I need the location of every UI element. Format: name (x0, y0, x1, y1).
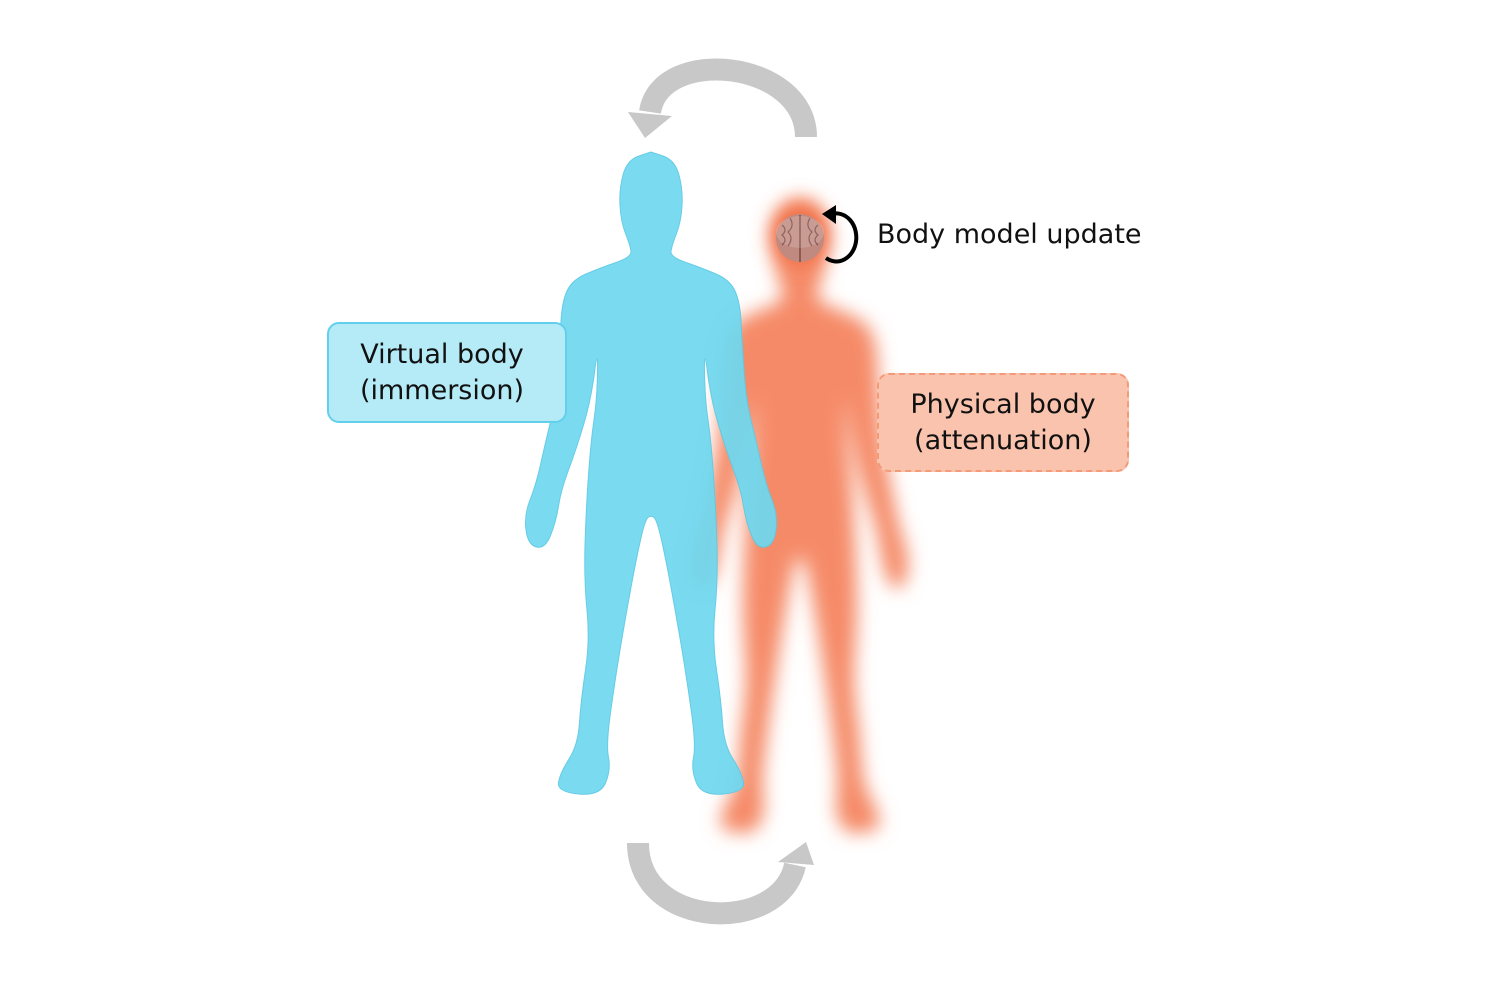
physical-body-figure (692, 197, 908, 833)
virtual-body-title: Virtual body (360, 339, 524, 371)
brain-icon (776, 214, 824, 262)
cycle-arrow-bottom (627, 842, 814, 925)
body-model-update-label: Body model update (877, 219, 1142, 250)
virtual-body-figure (525, 151, 777, 795)
virtual-body-label: Virtual body (immersion) (327, 322, 567, 423)
physical-body-title: Physical body (910, 389, 1096, 421)
circular-arrow-icon (822, 205, 859, 264)
physical-body-subtitle: (attenuation) (914, 424, 1092, 456)
physical-body-label: Physical body (attenuation) (877, 373, 1129, 472)
virtual-body-subtitle: (immersion) (359, 374, 525, 406)
cycle-arrow-top (628, 58, 817, 138)
